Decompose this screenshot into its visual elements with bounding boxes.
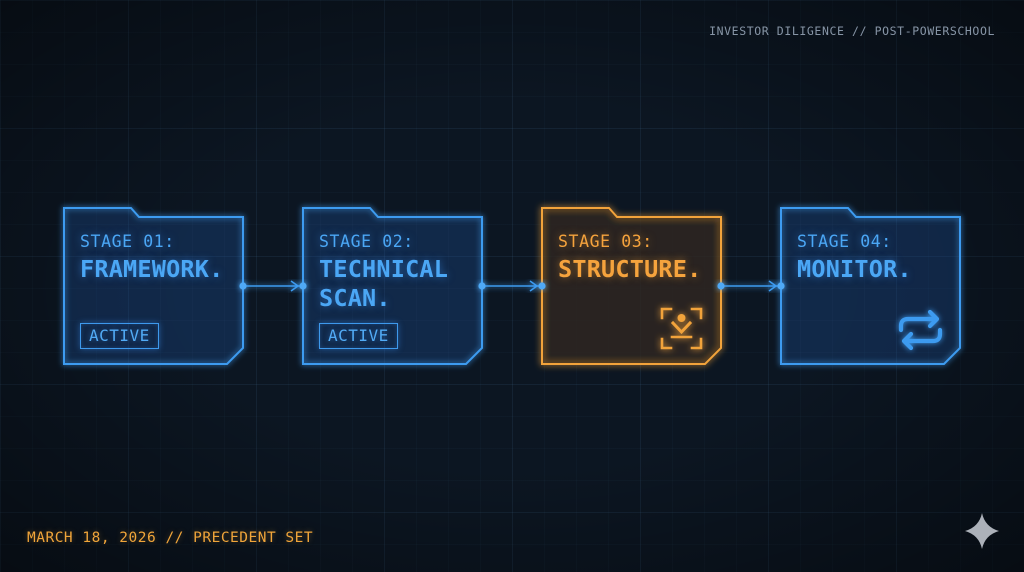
refresh-cycle-icon — [898, 309, 943, 351]
connector-02-03 — [478, 280, 546, 292]
footer-label: MARCH 18, 2026 // PRECEDENT SET — [27, 530, 314, 546]
header-label: INVESTOR DILIGENCE // POST-POWERSCHOOL — [709, 24, 995, 38]
stage-number: STAGE 03: — [558, 232, 653, 251]
focus-scan-icon — [660, 307, 703, 350]
stage-card-04[interactable]: STAGE 04: MONITOR. — [797, 232, 967, 284]
status-badge: ACTIVE — [80, 323, 159, 349]
stage-card-shape-04 — [780, 207, 961, 365]
stage-number: STAGE 01: — [80, 232, 175, 251]
stage-title-line-1: TECHNICAL — [319, 255, 449, 283]
status-badge: ACTIVE — [319, 323, 398, 349]
stage-title: FRAMEWORK. — [80, 255, 224, 283]
stage-number: STAGE 02: — [319, 232, 414, 251]
stage-title: STRUCTURE. — [558, 255, 702, 283]
connector-03-04 — [717, 280, 785, 292]
stage-title: MONITOR. — [797, 255, 912, 283]
sparkle-icon — [965, 513, 999, 549]
stage-title-line-2: SCAN. — [319, 284, 391, 312]
stage-card-03[interactable]: STAGE 03: STRUCTURE. — [558, 232, 728, 284]
stage-number: STAGE 04: — [797, 232, 892, 251]
stage-card-02[interactable]: STAGE 02: TECHNICAL SCAN. — [319, 232, 489, 313]
connector-01-02 — [239, 280, 307, 292]
stage-card-01[interactable]: STAGE 01: FRAMEWORK. — [80, 232, 250, 284]
